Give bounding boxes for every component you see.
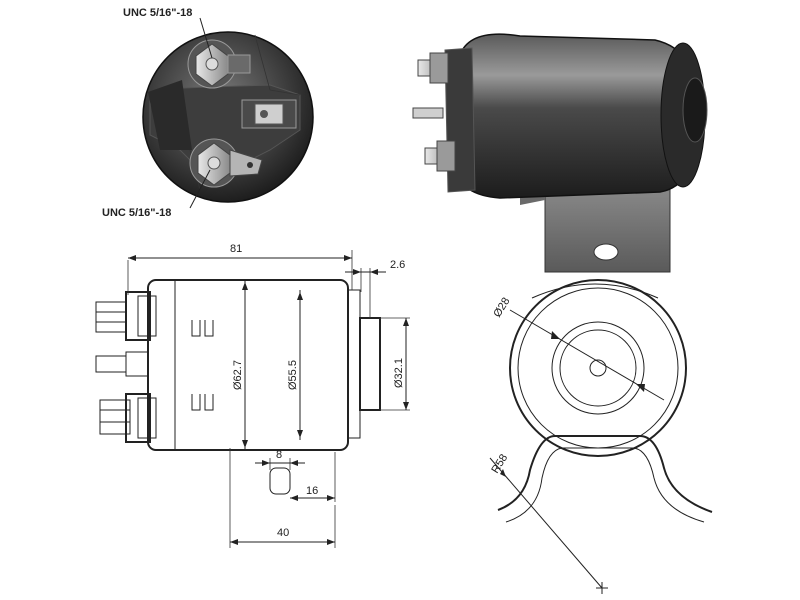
dim-bracket-length: 40 [277, 527, 289, 539]
dim-pin-offset: 16 [306, 485, 318, 497]
bottom-stud-icon [189, 138, 263, 188]
dim-flange-diameter: Ø62.7 [232, 360, 244, 390]
end-view-drawing [489, 279, 713, 594]
dim-plunger-diameter: Ø32.1 [393, 358, 405, 388]
spade-terminal-icon [241, 99, 297, 129]
end-cap-photo [142, 17, 314, 209]
dim-overall-length: 81 [230, 243, 242, 255]
top-stud-icon [187, 39, 251, 89]
top-thread-label: UNC 5/16"-18 [123, 7, 192, 19]
bottom-thread-label: UNC 5/16"-18 [102, 207, 171, 219]
dim-flange-thickness: 2.6 [390, 259, 405, 271]
terminal-stud-bottom [99, 393, 157, 443]
dim-bracket-radius: R58 [489, 452, 510, 475]
dim-pin-width: 8 [276, 449, 282, 461]
terminal-spade [95, 351, 149, 377]
dim-body-diameter: Ø55.5 [287, 360, 299, 390]
side-photo [412, 33, 708, 273]
terminal-stud-top [95, 291, 157, 341]
side-view-drawing [95, 250, 410, 548]
dim-bore-diameter: Ø28 [491, 296, 512, 320]
